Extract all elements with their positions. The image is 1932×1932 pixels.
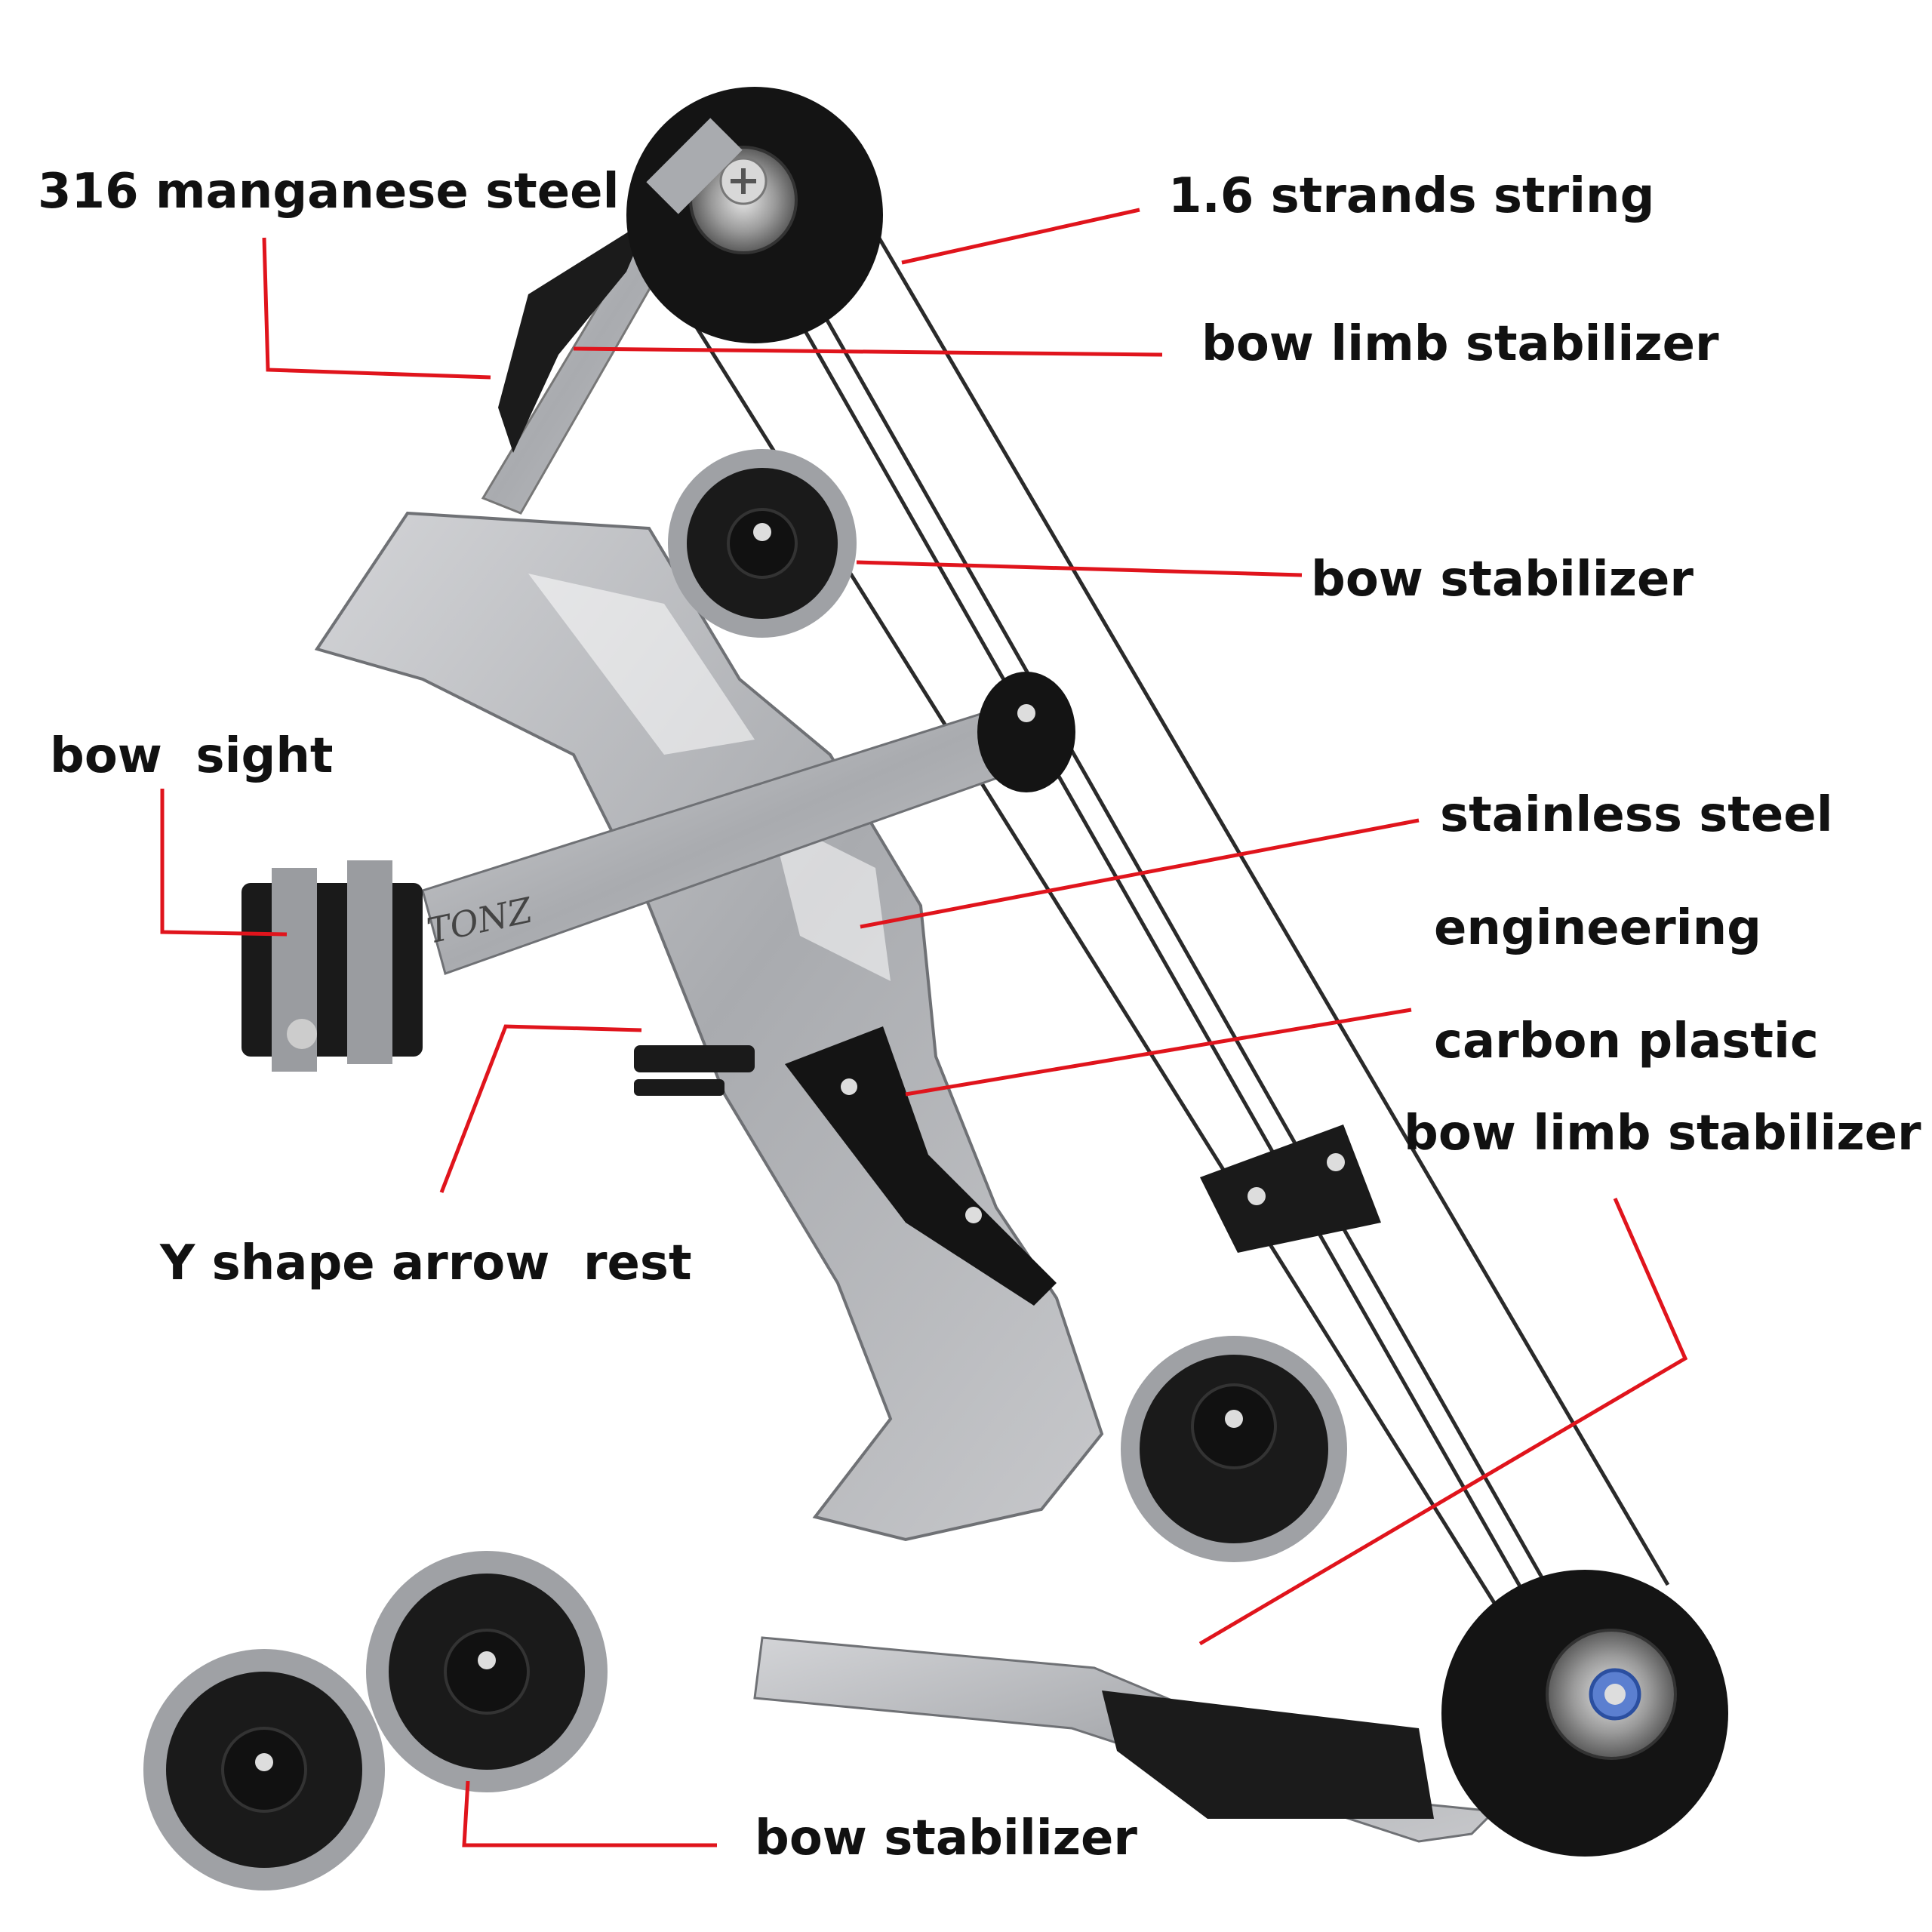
lower-stabilizer-wheels <box>143 1551 608 1890</box>
leader-manganese-steel <box>262 237 491 380</box>
leader-limb-stabilizer-top <box>573 346 1163 357</box>
carbon-grip <box>785 1026 1057 1306</box>
leader-stabilizer-upper <box>856 560 1303 577</box>
label-arrow-rest: Y shape arrow rest <box>160 1235 692 1291</box>
label-carbon-plastic: carbon plastic <box>1434 1014 1819 1069</box>
label-bow-sight: bow sight <box>50 728 334 784</box>
sight-bar: TONZ <box>421 700 1043 975</box>
leader-lines <box>160 208 1688 1847</box>
lower-limb <box>753 1636 1497 1843</box>
top-pulley <box>626 87 883 343</box>
lower-cam-wheel <box>1121 1336 1347 1562</box>
leader-arrow-rest <box>439 1024 642 1193</box>
label-limb-stabilizer-bottom: bow limb stabilizer <box>1404 1106 1921 1161</box>
leader-limb-stabilizer-bottom <box>1198 1197 1688 1646</box>
label-stabilizer-lower: bow stabilizer <box>755 1810 1137 1866</box>
leader-strands-string <box>901 208 1140 265</box>
bow-sight <box>242 860 423 1072</box>
bottom-pulley <box>1441 1570 1728 1857</box>
label-strands-string: 1.6 strands string <box>1168 168 1655 224</box>
label-engineering: engineering <box>1434 900 1761 956</box>
upper-stabilizer-wheel <box>668 449 857 638</box>
label-limb-stabilizer-top: bow limb stabilizer <box>1201 316 1719 372</box>
label-manganese-steel: 316 manganese steel <box>38 164 620 220</box>
leader-carbon-plastic <box>905 1008 1412 1097</box>
leader-bow-sight <box>160 789 288 937</box>
side-pulley <box>977 672 1075 792</box>
lower-limb-bracket <box>1200 1124 1381 1253</box>
upper-limb-stabilizer <box>498 219 649 453</box>
leader-stainless-steel <box>860 818 1420 929</box>
lower-limb-stabilizer <box>1102 1690 1434 1819</box>
arrow-rest <box>634 1045 755 1096</box>
label-stabilizer-upper: bow stabilizer <box>1311 552 1694 608</box>
riser <box>314 511 1104 1542</box>
label-stainless-steel: stainless steel <box>1440 787 1833 843</box>
leader-stabilizer-lower <box>462 1780 717 1847</box>
